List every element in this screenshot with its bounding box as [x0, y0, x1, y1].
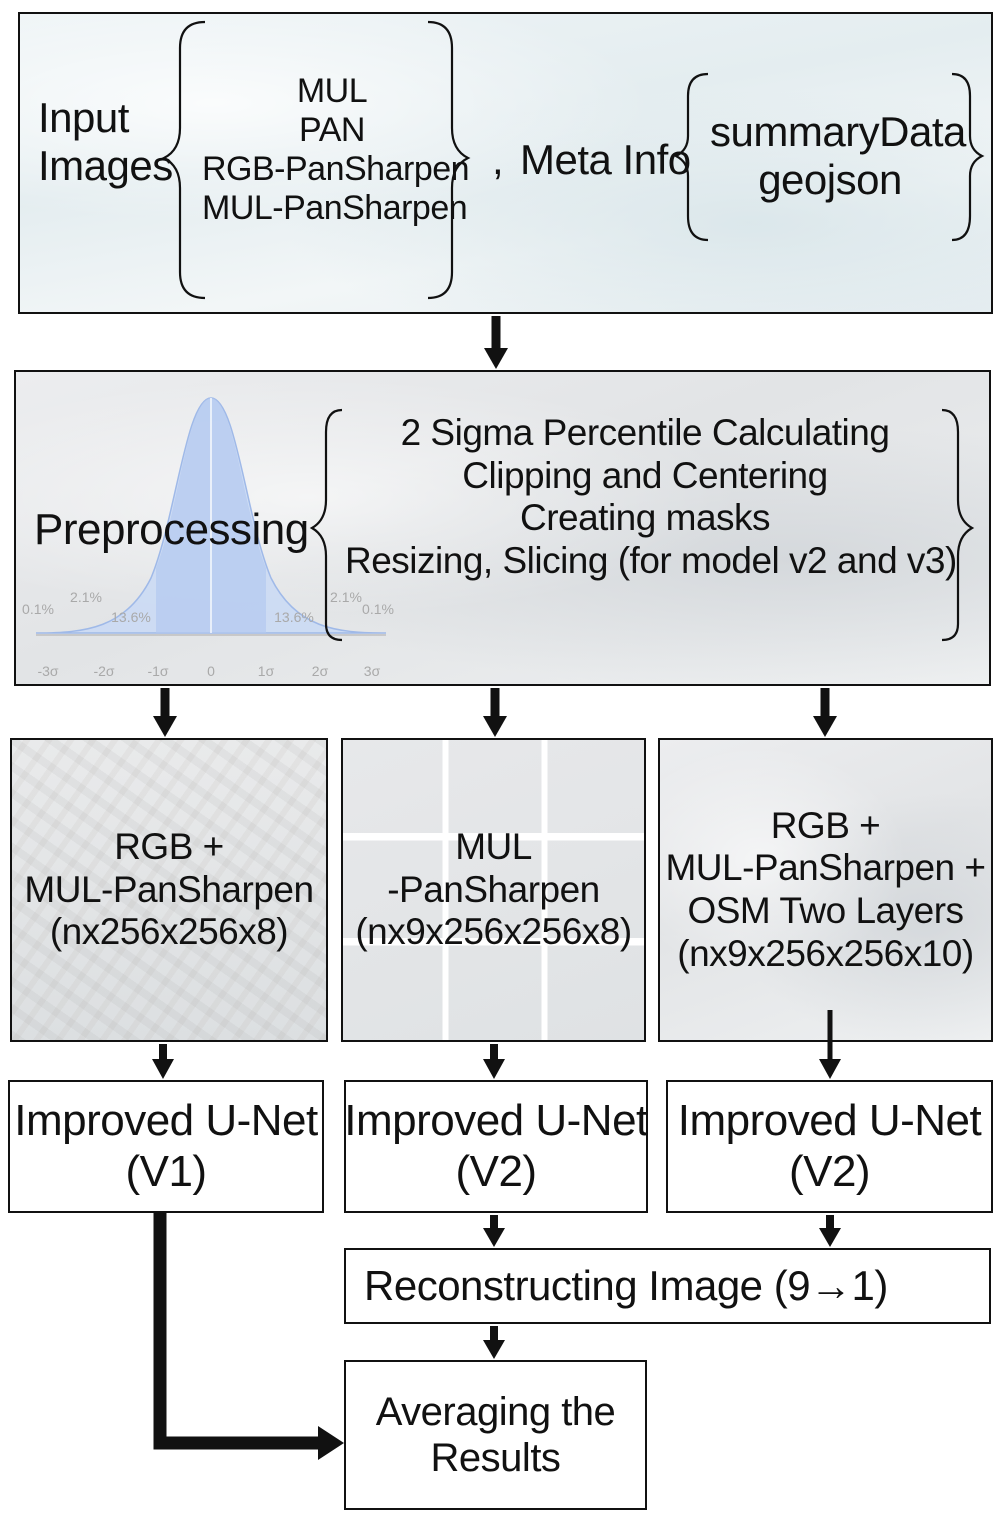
arrow-preprocess-to-config-1: [153, 688, 177, 737]
separator-comma: ,: [492, 136, 504, 183]
image-type-item: RGB-PanSharpen: [202, 150, 470, 189]
bell-curve-illustration: 0.1% 2.1% 13.6% 13.6% 2.1% 0.1% -3σ -2σ …: [22, 397, 394, 678]
model-name: Improved U-Net: [14, 1095, 318, 1145]
model-box-v1: Improved U-Net (V1): [8, 1080, 324, 1213]
config-line: -PanSharpen: [387, 868, 600, 910]
model-version: (V2): [788, 1146, 871, 1196]
right-brace-meta: [951, 72, 985, 242]
sigma-tick: 1σ: [258, 663, 275, 678]
meta-info-item: geojson: [758, 156, 902, 204]
left-brace-steps: [309, 408, 343, 642]
averaging-line1: Averaging the: [375, 1390, 616, 1434]
image-types-list: MUL PAN RGB-PanSharpen MUL-PanSharpen: [202, 72, 470, 228]
config-line: MUL-PanSharpen +: [665, 847, 986, 889]
arrow-preprocess-to-config-2: [483, 688, 507, 737]
image-type-item: MUL-PanSharpen: [202, 189, 468, 228]
model-version: (V1): [125, 1146, 207, 1196]
preprocessing-step: Creating masks: [519, 497, 771, 539]
arrow-input-to-preprocess: [484, 316, 508, 369]
sigma-tick: -1σ: [147, 663, 168, 678]
config-line: RGB +: [770, 804, 881, 846]
reconstruct-label: Reconstructing Image (9→1): [364, 1261, 888, 1309]
preprocessing-step: Resizing, Slicing (for model v2 and v3): [345, 539, 957, 581]
model-version: (V2): [455, 1146, 537, 1196]
arrow-config-2-to-model-v2-a: [483, 1044, 505, 1079]
image-type-item: MUL: [296, 72, 368, 110]
config-line: (nx9x256x256x10): [677, 932, 974, 974]
config-line: RGB +: [114, 826, 224, 868]
bell-percent-label: 13.6%: [274, 609, 314, 625]
arrow-config-1-to-model-v1: [152, 1044, 174, 1079]
preprocessing-step: 2 Sigma Percentile Calculating: [400, 412, 890, 453]
config-line: (nx9x256x256x8): [355, 911, 632, 953]
right-brace-images: [427, 20, 471, 300]
input-images-label: Input Images: [38, 94, 173, 191]
config-line: OSM Two Layers: [687, 890, 964, 931]
input-label-line2: Images: [38, 142, 173, 190]
model-box-v2-b: Improved U-Net (V2): [666, 1080, 993, 1213]
bell-percent-label: 13.6%: [111, 609, 151, 625]
sigma-tick: -2σ: [93, 663, 114, 678]
left-brace-meta: [673, 72, 709, 242]
averaging-box: Averaging the Results: [344, 1360, 647, 1510]
reconstruct-box: Reconstructing Image (9→1): [344, 1248, 991, 1324]
model-box-v2-a: Improved U-Net (V2): [344, 1080, 648, 1213]
config-box-rgb-mul-osm: RGB + MUL-PanSharpen + OSM Two Layers (n…: [658, 738, 993, 1042]
config-line: MUL: [455, 826, 532, 868]
input-images-box: Input Images MUL PAN RGB-PanSharpen MUL-…: [18, 12, 993, 314]
bell-percent-label: 0.1%: [362, 601, 394, 617]
arrow-preprocess-to-config-3: [813, 688, 837, 737]
image-type-item: PAN: [299, 111, 365, 150]
preprocessing-steps: 2 Sigma Percentile Calculating Clipping …: [345, 412, 957, 582]
bell-percent-label: 0.1%: [22, 601, 54, 617]
arrow-reconstruct-to-averaging: [483, 1326, 505, 1359]
preprocessing-step: Clipping and Centering: [462, 454, 828, 496]
left-brace-images: [161, 20, 206, 300]
arrow-model-v2-b-to-reconstruct: [819, 1215, 841, 1247]
right-brace-steps: [941, 408, 975, 642]
arrow-config-3-to-model-v2-b: [819, 1010, 841, 1079]
model-name: Improved U-Net: [344, 1095, 648, 1145]
input-label-line1: Input: [38, 94, 129, 141]
meta-info-list: summaryData geojson: [710, 108, 966, 205]
sigma-tick: -3σ: [37, 663, 58, 678]
arrow-model-v2-a-to-reconstruct: [483, 1215, 505, 1247]
config-line: (nx256x256x8): [49, 911, 289, 953]
meta-info-label: Meta Info: [520, 136, 691, 183]
preprocessing-label: Preprocessing: [34, 505, 309, 554]
sigma-tick: 0: [207, 663, 215, 678]
braces-layer: [161, 20, 985, 642]
arrow-model-v1-to-averaging: [153, 1213, 344, 1460]
bell-percent-label: 2.1%: [70, 589, 102, 605]
config-box-rgb-mul: RGB + MUL-PanSharpen (nx256x256x8): [10, 738, 328, 1042]
averaging-line2: Results: [430, 1436, 561, 1480]
config-line: MUL-PanSharpen: [24, 868, 314, 910]
bell-percent-label: 2.1%: [330, 589, 362, 605]
config-box-mul-pansharpen: MUL -PanSharpen (nx9x256x256x8): [341, 738, 646, 1042]
model-name: Improved U-Net: [677, 1095, 982, 1145]
meta-info-item: summaryData: [710, 108, 966, 155]
sigma-tick: 2σ: [312, 663, 329, 678]
sigma-tick: 3σ: [364, 663, 381, 678]
